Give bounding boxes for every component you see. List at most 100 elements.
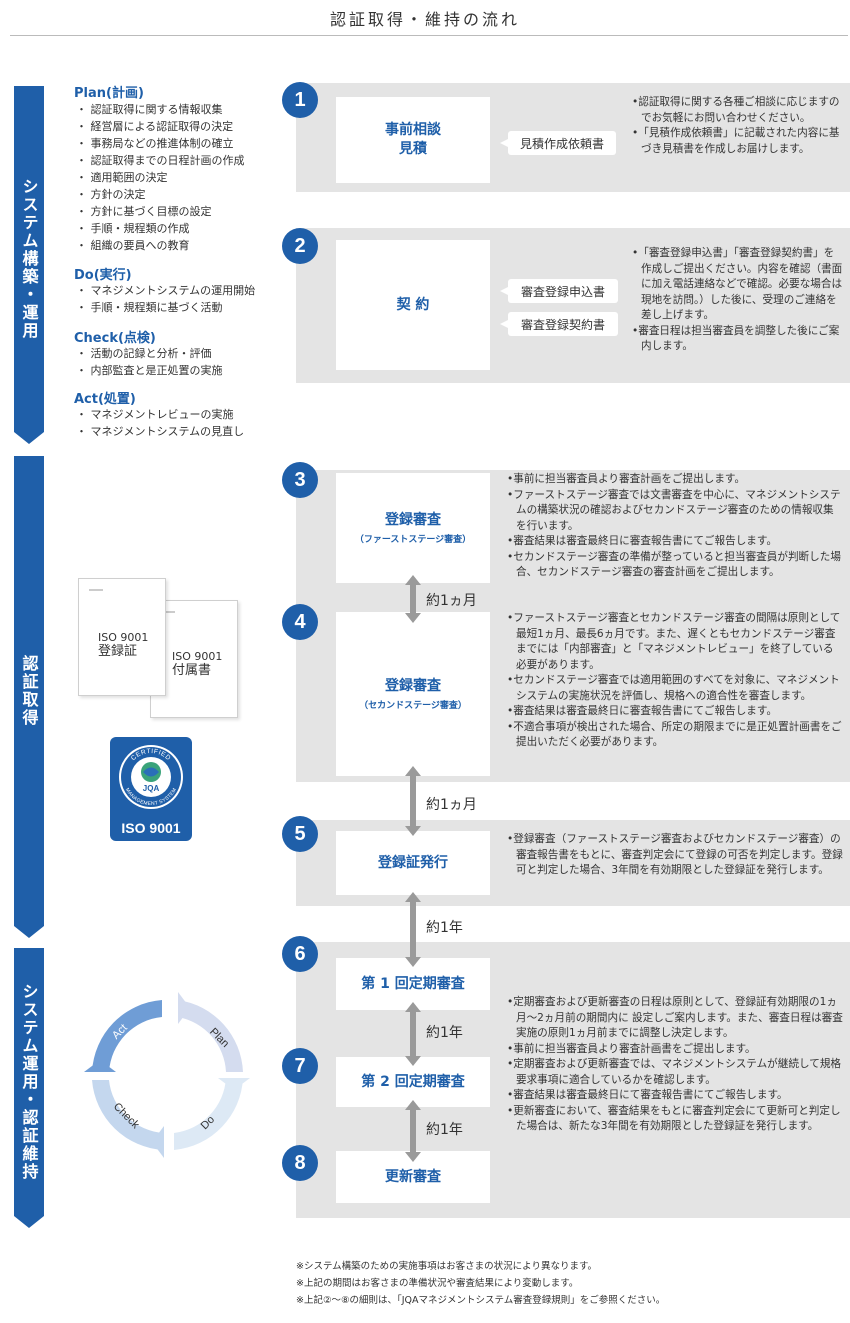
certificate-line1: ISO 9001 xyxy=(98,631,149,644)
list-item: セカンドステージ審査では適用範囲のすべてを対象に、マネジメントシステムの実施状況… xyxy=(507,673,844,704)
list-item: 方針の決定 xyxy=(76,186,245,203)
list-item: マネジメントシステムの見直し xyxy=(76,423,245,440)
step2-name: 契 約 xyxy=(396,296,430,313)
phase-label-maintain: システム運用・認証維持 xyxy=(19,983,39,1181)
check-heading: Check(点検) xyxy=(74,331,156,346)
cycle-arrowhead-act xyxy=(84,1060,116,1072)
step1-name-line1: 事前相談 xyxy=(385,122,441,138)
list-item: 手順・規程類の作成 xyxy=(76,220,245,237)
period-label-3-4: 約1ヵ月 xyxy=(426,593,477,609)
appendix-line1: ISO 9001 xyxy=(172,650,223,663)
period-label-7-8: 約1年 xyxy=(426,1122,463,1138)
phase-label-build: システム構築・運用 xyxy=(19,178,39,340)
list-item: 事前に担当審査員より審査計画をご提出します。 xyxy=(507,472,844,488)
step7-number: 7 xyxy=(282,1048,318,1084)
list-item: マネジメントレビューの実施 xyxy=(76,406,244,423)
list-item: 審査結果は審査最終日に審査報告書にてご報告します。 xyxy=(507,534,844,550)
step3-name: 登録審査 xyxy=(385,512,441,528)
footnote: ※上記の期間はお客さまの準備状況や審査結果により変動します。 xyxy=(296,1278,579,1289)
plan-list: 認証取得に関する情報収集 経営層による認証取得の決定 事務局などの推進体制の確立… xyxy=(76,101,245,254)
list-item: 更新審査において、審査結果をもとに審査判定会にて更新可と判定した場合は、新たな3… xyxy=(507,1104,844,1135)
check-list: 活動の記録と分析・評価 内部監査と是正処置の実施 xyxy=(76,345,223,379)
period-label-5-6: 約1年 xyxy=(426,920,463,936)
footnote: ※上記②～⑧の細則は、「JQAマネジメントシステム審査登録規則」をご参照ください… xyxy=(296,1295,666,1306)
step5-box: 登録証発行 xyxy=(336,831,490,895)
period-label-4-5: 約1ヵ月 xyxy=(426,797,477,813)
step6-name: 第 1 回定期審査 xyxy=(361,975,465,992)
do-list: マネジメントシステムの運用開始 手順・規程類に基づく活動 xyxy=(76,282,256,316)
cycle-arrowhead-check xyxy=(152,1126,164,1158)
step4-number: 4 xyxy=(282,604,318,640)
jqa-certified-badge: CERTIFIED MANAGEMENT SYSTEM JQA ISO 9001 xyxy=(110,737,192,841)
list-item: 事前に担当審査員より審査計画書をご提出します。 xyxy=(507,1042,844,1058)
list-item: 審査結果は審査最終日にて審査報告書にてご報告します。 xyxy=(507,1088,844,1104)
step4-sub: （セカンドステージ審査） xyxy=(359,701,467,711)
audit-application-doc: 審査登録申込書 xyxy=(500,279,618,303)
badge-globe-swirl xyxy=(143,767,159,777)
list-item: 適用範囲の決定 xyxy=(76,169,245,186)
appendix-line2: 付属書 xyxy=(172,663,212,678)
title-divider xyxy=(10,35,848,36)
audit-contract-doc: 審査登録契約書 xyxy=(500,312,618,336)
step1-number: 1 xyxy=(282,82,318,118)
list-item: 定期審査および更新審査の日程は原則として、登録証有効期限の1ヵ月～2ヵ月前の期間… xyxy=(507,995,844,1042)
list-item: 認証取得までの日程計画の作成 xyxy=(76,152,245,169)
list-item: マネジメントシステムの運用開始 xyxy=(76,282,256,299)
step2-box: 契 約 xyxy=(336,240,490,370)
list-item: 「見積作成依頼書」に記載された内容に基づき見積書を作成しお届けします。 xyxy=(632,126,844,157)
step2-description: 「審査登録申込書」「審査登録契約書」を作成しご提出ください。内容を確認（書面に加… xyxy=(632,246,844,355)
period-arrow-4-5 xyxy=(405,766,421,836)
step8-name: 更新審査 xyxy=(385,1168,441,1185)
step1-description: 認証取得に関する各種ご相談に応じますのでお気軽にお問い合わせください。 「見積作… xyxy=(632,95,844,157)
period-arrow-6-7 xyxy=(405,1002,421,1066)
step7-name: 第 2 回定期審査 xyxy=(361,1073,465,1090)
step6-number: 6 xyxy=(282,936,318,972)
list-item: 組織の要員への教育 xyxy=(76,237,245,254)
phase-label-certify: 認証取得 xyxy=(19,655,39,727)
plan-heading: Plan(計画) xyxy=(74,86,144,101)
step7-box: 第 2 回定期審査 xyxy=(336,1057,490,1107)
act-heading: Act(処置) xyxy=(74,392,136,407)
act-list: マネジメントレビューの実施 マネジメントシステムの見直し xyxy=(76,406,245,440)
pdca-cycle-diagram: Plan Do Check Act xyxy=(84,992,250,1158)
step3-number: 3 xyxy=(282,462,318,498)
certificate-text: ISO 9001 登録証 xyxy=(98,631,148,659)
list-item: 認証取得に関する情報収集 xyxy=(76,101,245,118)
step678-description: 定期審査および更新審査の日程は原則として、登録証有効期限の1ヵ月～2ヵ月前の期間… xyxy=(507,995,844,1135)
list-item: 審査日程は担当審査員を調整した後にご案内します。 xyxy=(632,324,844,355)
page-title: 認証取得・維持の流れ xyxy=(329,10,520,29)
list-item: セカンドステージ審査の準備が整っていると担当審査員が判断した場合、セカンドステー… xyxy=(507,550,844,581)
step3-sub: （ファーストステージ審査） xyxy=(354,535,472,545)
step4-name: 登録審査 xyxy=(385,678,441,694)
step2-number: 2 xyxy=(282,228,318,264)
footnote: ※システム構築のための実施事項はお客さまの状況により異なります。 xyxy=(296,1261,598,1272)
list-item: 経営層による認証取得の決定 xyxy=(76,118,245,135)
certificate-line2: 登録証 xyxy=(98,644,138,659)
badge-mark: JQA xyxy=(143,784,160,793)
list-item: 「審査登録申込書」「審査登録契約書」を作成しご提出ください。内容を確認（書面に加… xyxy=(632,246,844,324)
step1-name-line2: 見積 xyxy=(399,141,427,157)
period-label-6-7: 約1年 xyxy=(426,1025,463,1041)
do-heading: Do(実行) xyxy=(74,268,132,283)
step3-description: 事前に担当審査員より審査計画をご提出します。 ファーストステージ審査では文書審査… xyxy=(507,472,844,581)
cycle-segment-act xyxy=(92,1000,162,1072)
phase-bar-certify xyxy=(14,456,44,938)
list-item: 活動の記録と分析・評価 xyxy=(76,345,223,362)
cycle-arrowhead-do xyxy=(218,1078,250,1090)
list-item: 認証取得に関する各種ご相談に応じますのでお気軽にお問い合わせください。 xyxy=(632,95,844,126)
list-item: 手順・規程類に基づく活動 xyxy=(76,299,255,316)
step8-number: 8 xyxy=(282,1145,318,1181)
period-arrow-3-4 xyxy=(405,575,421,623)
phase-bar-build xyxy=(14,86,44,444)
list-item: ファーストステージ審査とセカンドステージ審査の間隔は原則として最短1ヵ月、最長6… xyxy=(507,611,844,673)
list-item: 事務局などの推進体制の確立 xyxy=(76,135,245,152)
list-item: 内部監査と是正処置の実施 xyxy=(76,362,223,379)
list-item: 不適合事項が検出された場合、所定の期限までに是正処置計画書をご提出いただく必要が… xyxy=(507,720,844,751)
list-item: 定期審査および更新審査では、マネジメントシステムが継続して規格要求事項に適合して… xyxy=(507,1057,844,1088)
badge-iso-label: ISO 9001 xyxy=(121,820,180,836)
step5-description: 登録審査（ファーストステージ審査およびセカンドステージ審査）の審査報告書をもとに… xyxy=(507,832,844,879)
step4-box: 登録審査 （セカンドステージ審査） xyxy=(336,612,490,776)
period-arrow-5-6 xyxy=(405,892,421,967)
list-item: 方針に基づく目標の設定 xyxy=(76,203,245,220)
step3-box: 登録審査 （ファーストステージ審査） xyxy=(336,473,490,583)
